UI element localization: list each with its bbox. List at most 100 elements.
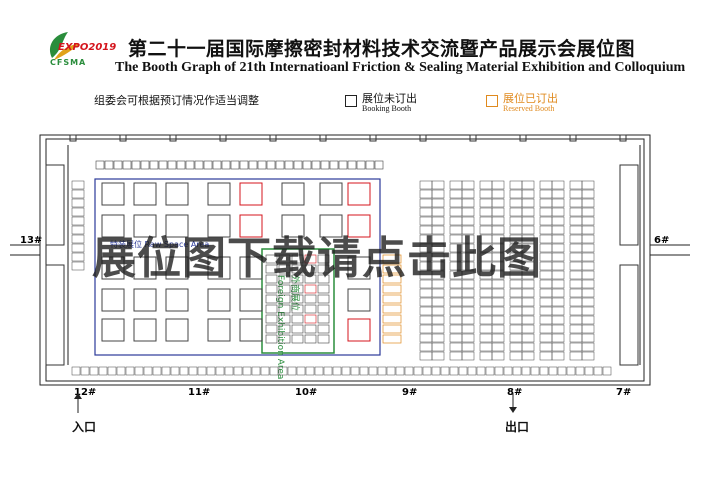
booth[interactable] [265,274,278,284]
booth[interactable] [304,324,317,334]
booth[interactable] [551,333,565,343]
booth[interactable] [116,366,126,376]
booth[interactable] [461,324,475,334]
booth[interactable] [521,180,535,190]
booth[interactable] [419,306,433,316]
booth[interactable] [551,216,565,226]
booth[interactable] [569,234,583,244]
booth[interactable] [158,160,168,170]
booth[interactable] [491,270,505,280]
booth[interactable] [419,288,433,298]
booth[interactable] [539,198,553,208]
booth[interactable] [539,189,553,199]
booth[interactable] [278,254,291,264]
booth[interactable] [539,366,549,376]
booth[interactable] [491,315,505,325]
booth[interactable] [491,198,505,208]
booth[interactable] [491,180,505,190]
booth[interactable] [317,254,330,264]
booth[interactable] [569,315,583,325]
booth[interactable] [382,274,402,284]
booth[interactable] [165,288,189,312]
booth[interactable] [338,160,348,170]
booth[interactable] [188,366,198,376]
booth[interactable] [491,279,505,289]
booth[interactable] [569,189,583,199]
booth[interactable] [539,207,553,217]
booth[interactable] [509,288,523,298]
booth[interactable] [382,284,402,294]
booth[interactable] [479,207,493,217]
booth[interactable] [530,366,540,376]
booth[interactable] [521,279,535,289]
booth[interactable] [461,207,475,217]
booth[interactable] [431,207,445,217]
booth[interactable] [551,189,565,199]
booth[interactable] [569,216,583,226]
booth[interactable] [593,366,603,376]
booth[interactable] [551,270,565,280]
booth[interactable] [314,366,324,376]
booth[interactable] [347,160,357,170]
booth[interactable] [71,366,81,376]
booth[interactable] [165,182,189,206]
booth[interactable] [122,160,132,170]
booth[interactable] [242,366,252,376]
booth[interactable] [569,252,583,262]
booth[interactable] [365,160,375,170]
booth[interactable] [431,324,445,334]
booth[interactable] [491,207,505,217]
booth[interactable] [491,351,505,361]
booth[interactable] [551,234,565,244]
booth[interactable] [581,288,595,298]
booth[interactable] [581,207,595,217]
booth[interactable] [382,334,402,344]
booth[interactable] [71,234,85,244]
booth[interactable] [557,366,567,376]
booth[interactable] [461,315,475,325]
booth[interactable] [449,342,463,352]
booth[interactable] [293,160,303,170]
booth[interactable] [494,366,504,376]
booth[interactable] [347,256,371,280]
booth[interactable] [440,366,450,376]
booth[interactable] [239,160,249,170]
booth[interactable] [194,160,204,170]
booth[interactable] [265,294,278,304]
booth[interactable] [143,366,153,376]
booth[interactable] [509,306,523,316]
booth[interactable] [291,324,304,334]
booth[interactable] [479,306,493,316]
booth[interactable] [461,351,475,361]
booth[interactable] [347,288,371,312]
booth[interactable] [581,180,595,190]
booth[interactable] [278,264,291,274]
booth[interactable] [551,207,565,217]
booth[interactable] [521,342,535,352]
booth[interactable] [359,366,369,376]
booth[interactable] [461,234,475,244]
booth[interactable] [89,366,99,376]
booth[interactable] [581,234,595,244]
booth[interactable] [521,207,535,217]
booth[interactable] [551,342,565,352]
booth[interactable] [521,243,535,253]
booth[interactable] [509,315,523,325]
booth[interactable] [461,306,475,316]
booth[interactable] [431,333,445,343]
booth[interactable] [386,366,396,376]
booth[interactable] [317,314,330,324]
booth[interactable] [449,180,463,190]
booth[interactable] [419,342,433,352]
booth[interactable] [377,366,387,376]
booth[interactable] [479,315,493,325]
booth[interactable] [461,252,475,262]
booth[interactable] [521,288,535,298]
booth[interactable] [291,264,304,274]
booth[interactable] [317,324,330,334]
booth[interactable] [431,234,445,244]
booth[interactable] [449,207,463,217]
booth[interactable] [581,270,595,280]
booth[interactable] [304,264,317,274]
booth[interactable] [382,324,402,334]
